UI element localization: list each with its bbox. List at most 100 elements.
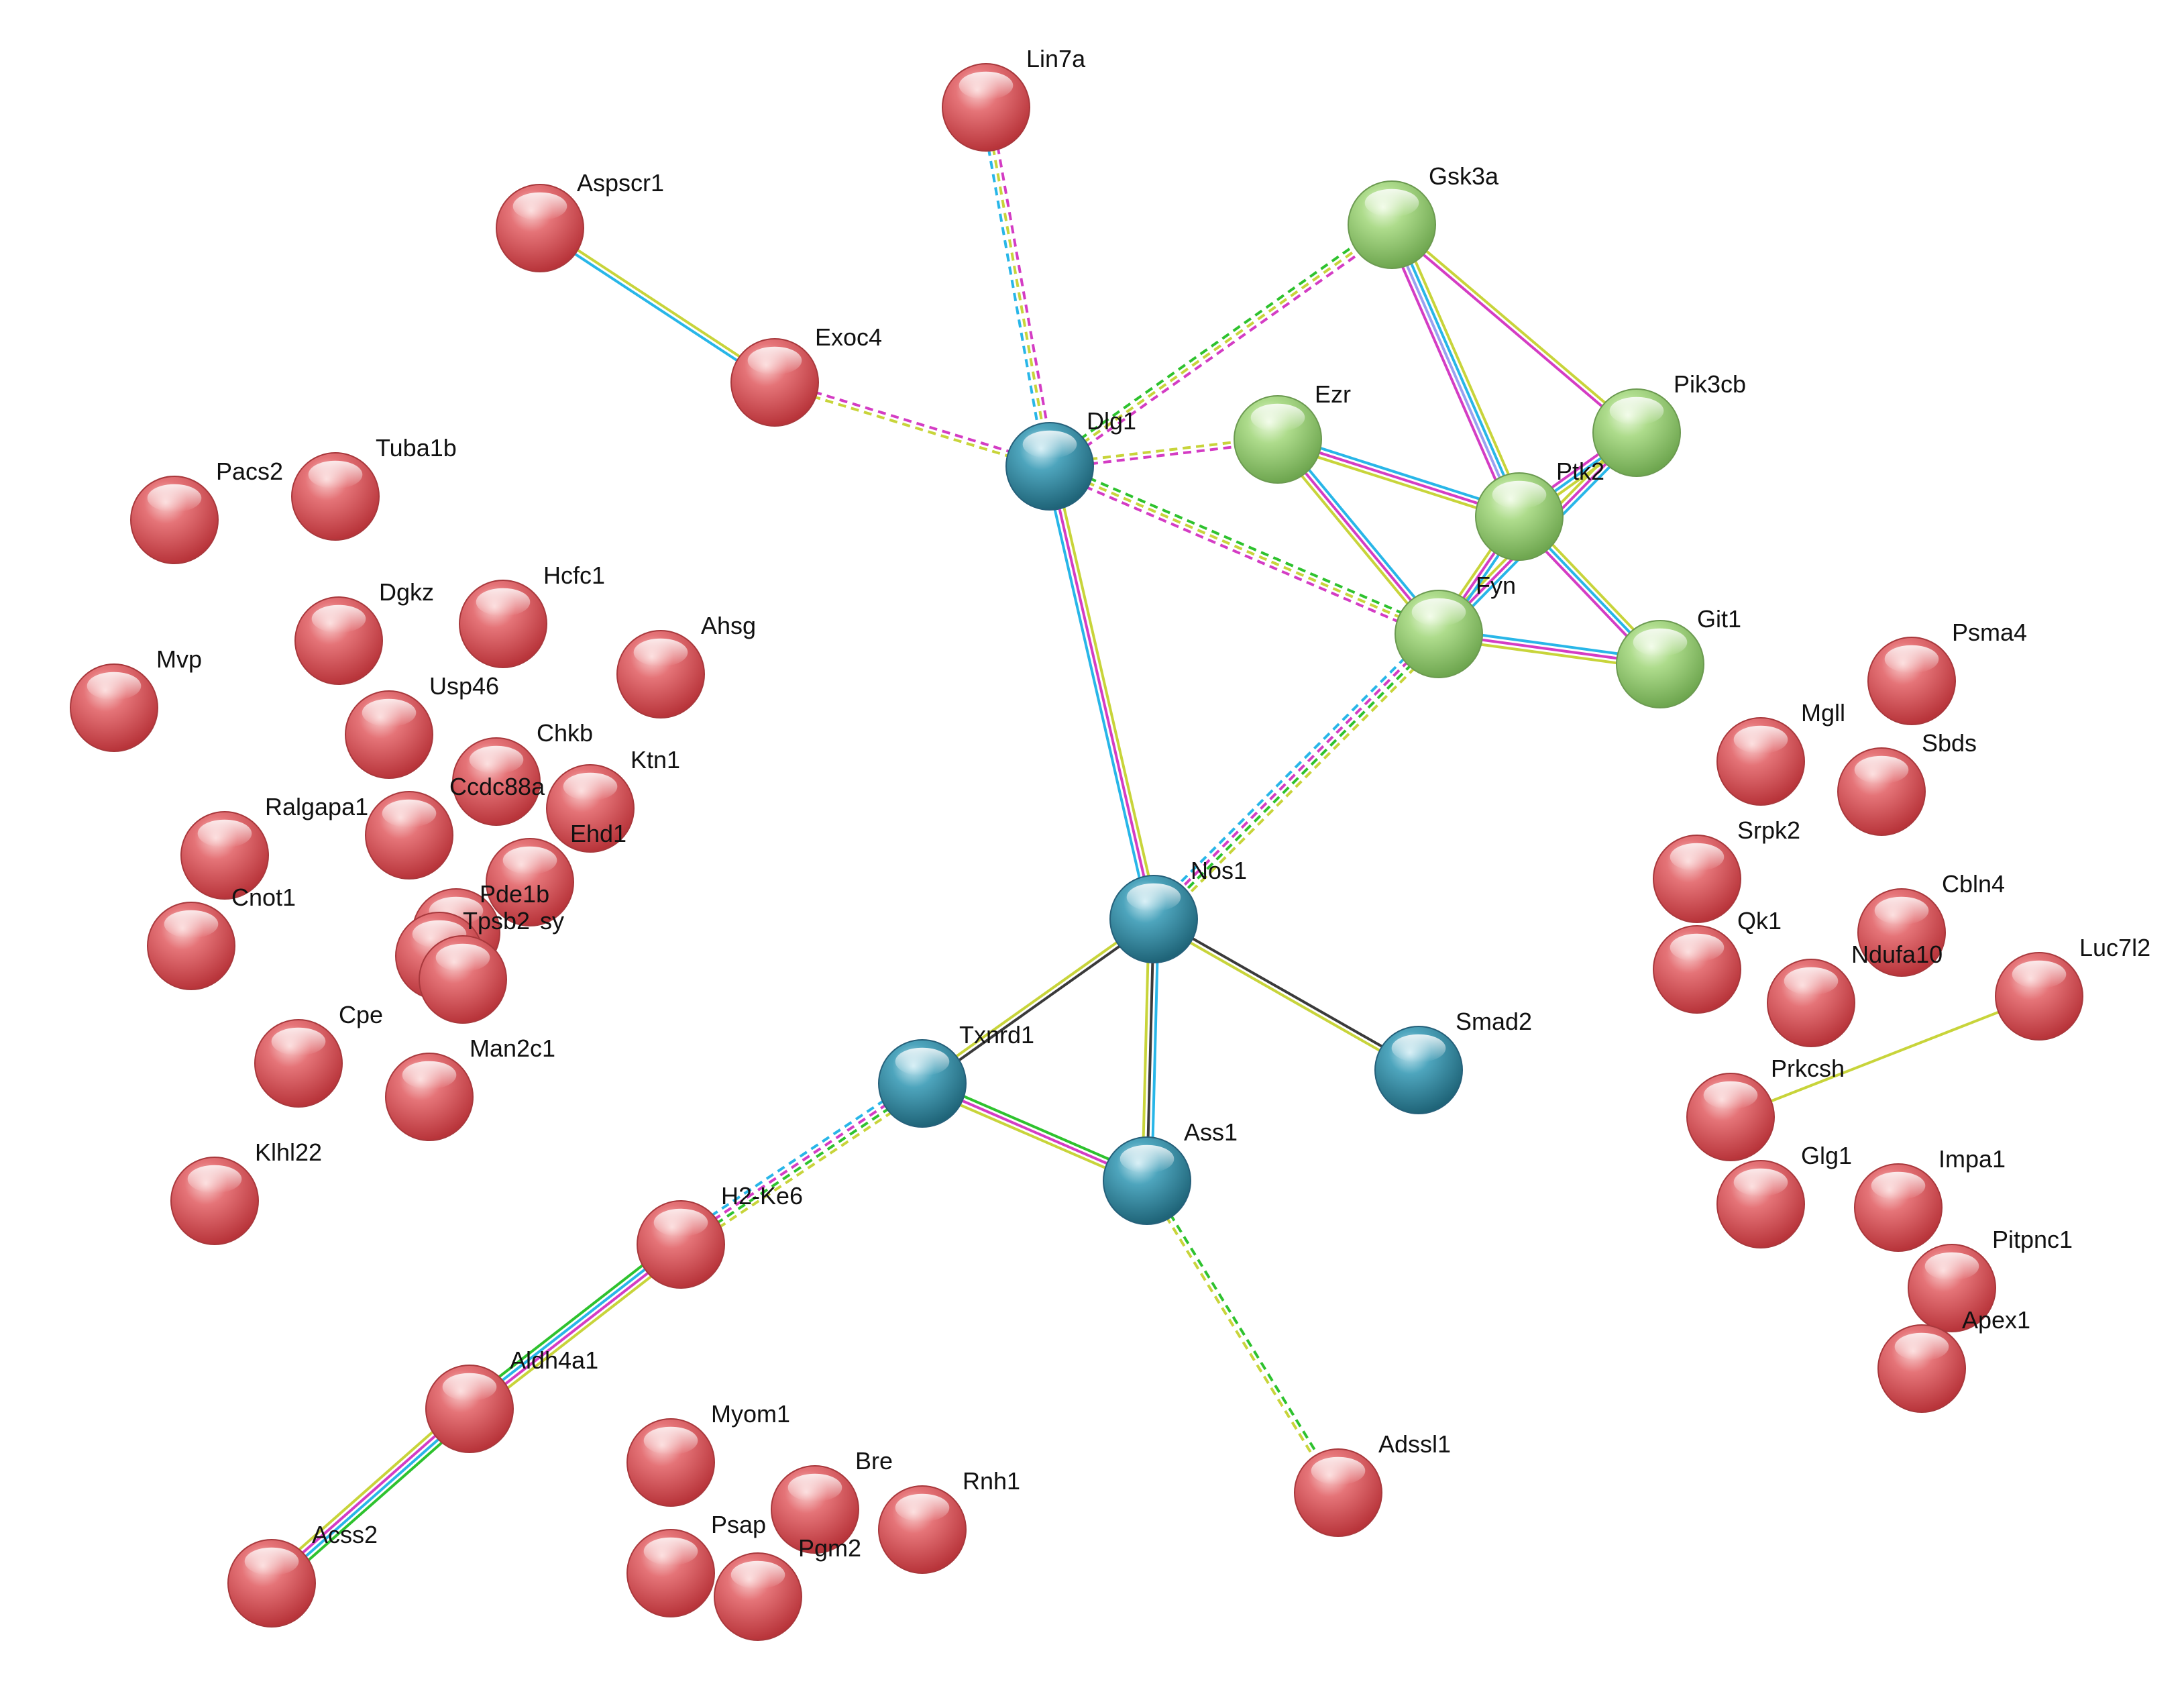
node-ccdc88a[interactable]: Ccdc88a — [365, 773, 545, 880]
node-impa1[interactable]: Impa1 — [1854, 1145, 2006, 1252]
node-gloss — [563, 772, 618, 801]
edge-exoc4-dlg1 — [773, 378, 1051, 470]
node-label: Pde1b — [480, 880, 549, 908]
node-ahsg[interactable]: Ahsg — [616, 612, 756, 718]
node-gloss — [747, 346, 802, 375]
node-label: Mgll — [1801, 699, 1845, 727]
node-ktn1[interactable]: Ktn1 — [546, 746, 680, 853]
node-pitpnc1[interactable]: Pitpnc1 — [1908, 1226, 2073, 1332]
node-label: Apex1 — [1962, 1306, 2030, 1334]
node-tuba1b[interactable]: Tuba1b — [291, 434, 457, 541]
node-exoc4[interactable]: Exoc4 — [730, 323, 882, 427]
node-psap[interactable]: Psap — [626, 1511, 766, 1617]
node-ezr[interactable]: Ezr — [1234, 380, 1351, 484]
node-luc7l2[interactable]: Luc7l2 — [1995, 934, 2150, 1041]
node-label: Ptk2 — [1556, 458, 1604, 485]
node-mgll[interactable]: Mgll — [1716, 699, 1845, 806]
node-pik3cb[interactable]: Pik3cb — [1592, 370, 1746, 477]
node-pacs2[interactable]: Pacs2 — [130, 458, 283, 564]
node-gloss — [1854, 755, 1909, 784]
node-sbds[interactable]: Sbds — [1837, 729, 1977, 836]
node-label: Pik3cb — [1674, 370, 1746, 398]
node-gloss — [1250, 403, 1305, 432]
node-adssl1[interactable]: Adssl1 — [1294, 1430, 1451, 1537]
node-ralgapa1[interactable]: Ralgapa1 — [180, 793, 368, 900]
node-cnot1[interactable]: Cnot1 — [147, 884, 296, 990]
node-label: Fyn — [1476, 572, 1516, 599]
node-gsk3a[interactable]: Gsk3a — [1348, 162, 1499, 269]
node-cbln4[interactable]: Cbln4 — [1857, 870, 2005, 977]
node-qk1[interactable]: Qk1 — [1653, 907, 1782, 1014]
node-klhl22[interactable]: Klhl22 — [170, 1138, 322, 1245]
node-gloss — [1126, 883, 1181, 912]
edge-line-cyan — [1044, 467, 1151, 921]
node-label: Txnrd1 — [959, 1021, 1034, 1049]
edge-line-magenta — [1151, 631, 1438, 918]
node-aspscr1[interactable]: Aspscr1 — [496, 169, 664, 272]
node-glg1[interactable]: Glg1 — [1716, 1142, 1852, 1248]
node-srpk2[interactable]: Srpk2 — [1653, 816, 1800, 923]
node-nos1[interactable]: Nos1 — [1109, 857, 1247, 963]
node-man2c1[interactable]: Man2c1 — [385, 1034, 555, 1141]
node-dgkz[interactable]: Dgkz — [294, 578, 434, 685]
edge-h2-ke6-aldh4a1 — [464, 1238, 686, 1416]
node-gloss — [476, 588, 531, 617]
node-gloss — [442, 1373, 497, 1401]
node-gloss — [382, 799, 437, 828]
node-rnh1[interactable]: Rnh1 — [878, 1467, 1020, 1574]
node-acss2[interactable]: Acss2 — [227, 1521, 378, 1628]
node-ass1[interactable]: Ass1 — [1103, 1118, 1238, 1225]
node-txnrd1[interactable]: Txnrd1 — [878, 1021, 1034, 1128]
node-ndufa10[interactable]: Ndufa10 — [1767, 941, 1943, 1047]
node-label: Prkcsh — [1771, 1055, 1845, 1082]
edge-gsk3a-pik3cb — [1389, 221, 1639, 436]
node-aldh4a1[interactable]: Aldh4a1 — [425, 1346, 598, 1453]
node-label: Sbds — [1922, 729, 1977, 757]
node-h2-ke6[interactable]: H2-Ke6 — [637, 1182, 803, 1289]
node-hcfc1[interactable]: Hcfc1 — [459, 562, 605, 668]
node-usp46[interactable]: Usp46 — [345, 672, 499, 779]
edge-txnrd1-h2-ke6 — [676, 1076, 927, 1252]
node-label: Pacs2 — [216, 458, 283, 485]
node-label: Klhl22 — [255, 1138, 322, 1166]
node-fyn[interactable]: Fyn — [1395, 572, 1516, 678]
node-psma4[interactable]: Psma4 — [1867, 619, 2027, 725]
node-label: Mvp — [156, 645, 202, 673]
node-gloss — [1492, 480, 1547, 509]
edge-lin7a-dlg1 — [980, 106, 1056, 468]
node-git1[interactable]: Git1 — [1616, 605, 1741, 708]
node-apex1[interactable]: Apex1 — [1877, 1306, 2030, 1413]
node-bre[interactable]: Bre — [771, 1447, 893, 1554]
edge-line-magenta — [1389, 225, 1637, 436]
node-label: Psma4 — [1952, 619, 2027, 646]
edge-line-yellow — [1144, 1181, 1337, 1495]
node-gloss — [271, 1027, 326, 1056]
node-mvp[interactable]: Mvp — [70, 645, 202, 752]
edge-line-cyan — [537, 229, 775, 386]
node-label: Rnh1 — [963, 1467, 1020, 1495]
node-sy[interactable]: sy — [419, 907, 564, 1024]
edge-line-magenta — [1048, 466, 1155, 920]
node-chkb[interactable]: Chkb — [452, 719, 593, 826]
edge-line-yellow — [1048, 223, 1393, 468]
node-cpe[interactable]: Cpe — [254, 1001, 383, 1108]
node-ptk2[interactable]: Ptk2 — [1475, 458, 1604, 561]
node-label: Adssl1 — [1378, 1430, 1451, 1458]
node-pgm2[interactable]: Pgm2 — [714, 1534, 861, 1641]
node-lin7a[interactable]: Lin7a — [942, 45, 1086, 152]
node-myom1[interactable]: Myom1 — [626, 1400, 790, 1507]
node-gloss — [1022, 430, 1077, 459]
node-gloss — [1733, 1168, 1788, 1197]
edge-line-yellow — [266, 1402, 466, 1579]
node-label: Tpsb2 — [463, 907, 530, 935]
node-label: Cpe — [339, 1001, 383, 1028]
node-smad2[interactable]: Smad2 — [1374, 1008, 1532, 1114]
edge-line-yellow — [1052, 464, 1160, 918]
edge-line-yellow — [773, 383, 1050, 470]
node-dlg1[interactable]: Dlg1 — [1005, 407, 1136, 511]
node-prkcsh[interactable]: Prkcsh — [1686, 1055, 1845, 1161]
node-label: Gsk3a — [1429, 162, 1499, 190]
node-label: Usp46 — [429, 672, 499, 700]
edge-fyn-nos1 — [1148, 628, 1445, 925]
node-ehd1[interactable]: Ehd1 — [486, 820, 626, 926]
